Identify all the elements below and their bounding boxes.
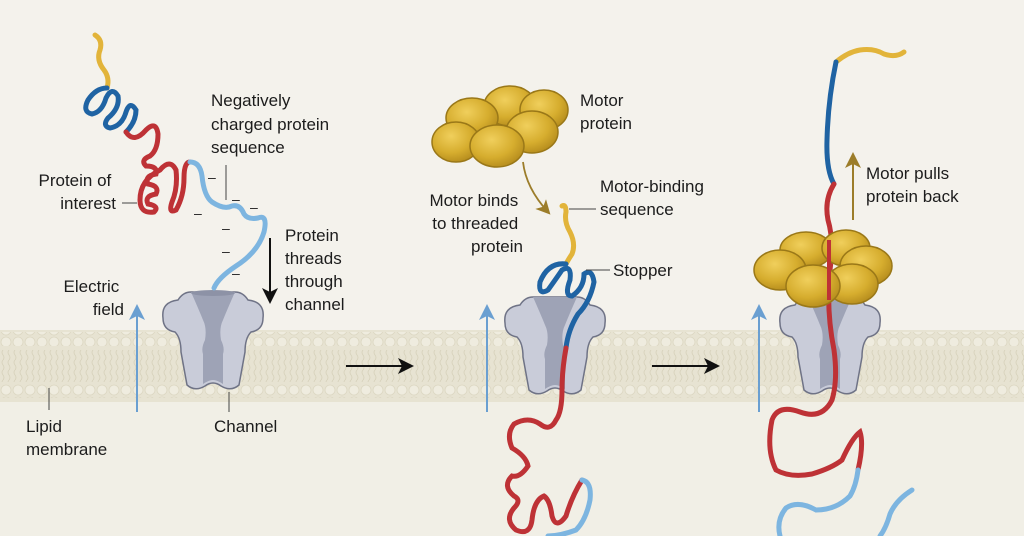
charge-symbol: – <box>208 169 216 185</box>
charge-symbol: – <box>194 205 202 221</box>
motor-protein-3 <box>753 229 893 308</box>
motor-bind-arrow <box>522 161 551 215</box>
panel-2: Motor protein Motor binds to threaded pr… <box>429 85 709 536</box>
lipid-membrane <box>0 330 1024 402</box>
label-lipid-membrane: Lipid membrane <box>26 417 107 459</box>
stopper-domain-1 <box>83 85 139 135</box>
label-protein-of-interest: Protein of interest <box>39 171 117 213</box>
motor-binding-tag-2 <box>559 203 577 267</box>
charged-sequence-1 <box>187 159 268 291</box>
label-channel: Channel <box>214 417 277 436</box>
stopper-domain-3 <box>824 59 839 187</box>
label-electric-field: Electric field <box>64 277 124 319</box>
charged-sequence-2 <box>545 477 593 536</box>
charge-symbol: – <box>250 199 258 215</box>
panel-3: Motor pulls protein back <box>751 47 959 536</box>
stopper-domain-2 <box>537 261 597 351</box>
protein-of-interest-1 <box>123 123 193 215</box>
label-stopper: Stopper <box>613 261 673 280</box>
label-motor-binding-sequence: Motor-binding sequence <box>600 177 709 219</box>
charge-symbol: – <box>222 243 230 259</box>
label-motor-protein: Motor protein <box>580 91 632 133</box>
charge-symbol: – <box>222 220 230 236</box>
label-motor-binds: Motor binds to threaded protein <box>429 191 523 256</box>
panel-1: – – – – – – – Negatively charged protein… <box>26 32 347 459</box>
charged-sequence-3 <box>776 467 861 536</box>
motor-protein-2 <box>431 85 569 168</box>
charge-symbol: – <box>232 191 240 207</box>
label-motor-pulls: Motor pulls protein back <box>866 164 959 206</box>
channel-pore-1 <box>162 290 264 390</box>
label-protein-threads: Protein threads through channel <box>285 226 347 314</box>
protein-of-interest-2 <box>505 345 585 535</box>
charged-sequence-3-tail <box>877 487 915 536</box>
motor-binding-tag-1 <box>92 32 111 91</box>
charge-symbol: – <box>232 265 240 281</box>
label-negatively-charged: Negatively charged protein sequence <box>211 91 334 157</box>
channel-pore-2 <box>504 296 606 395</box>
motor-binding-tag-3 <box>833 47 907 65</box>
